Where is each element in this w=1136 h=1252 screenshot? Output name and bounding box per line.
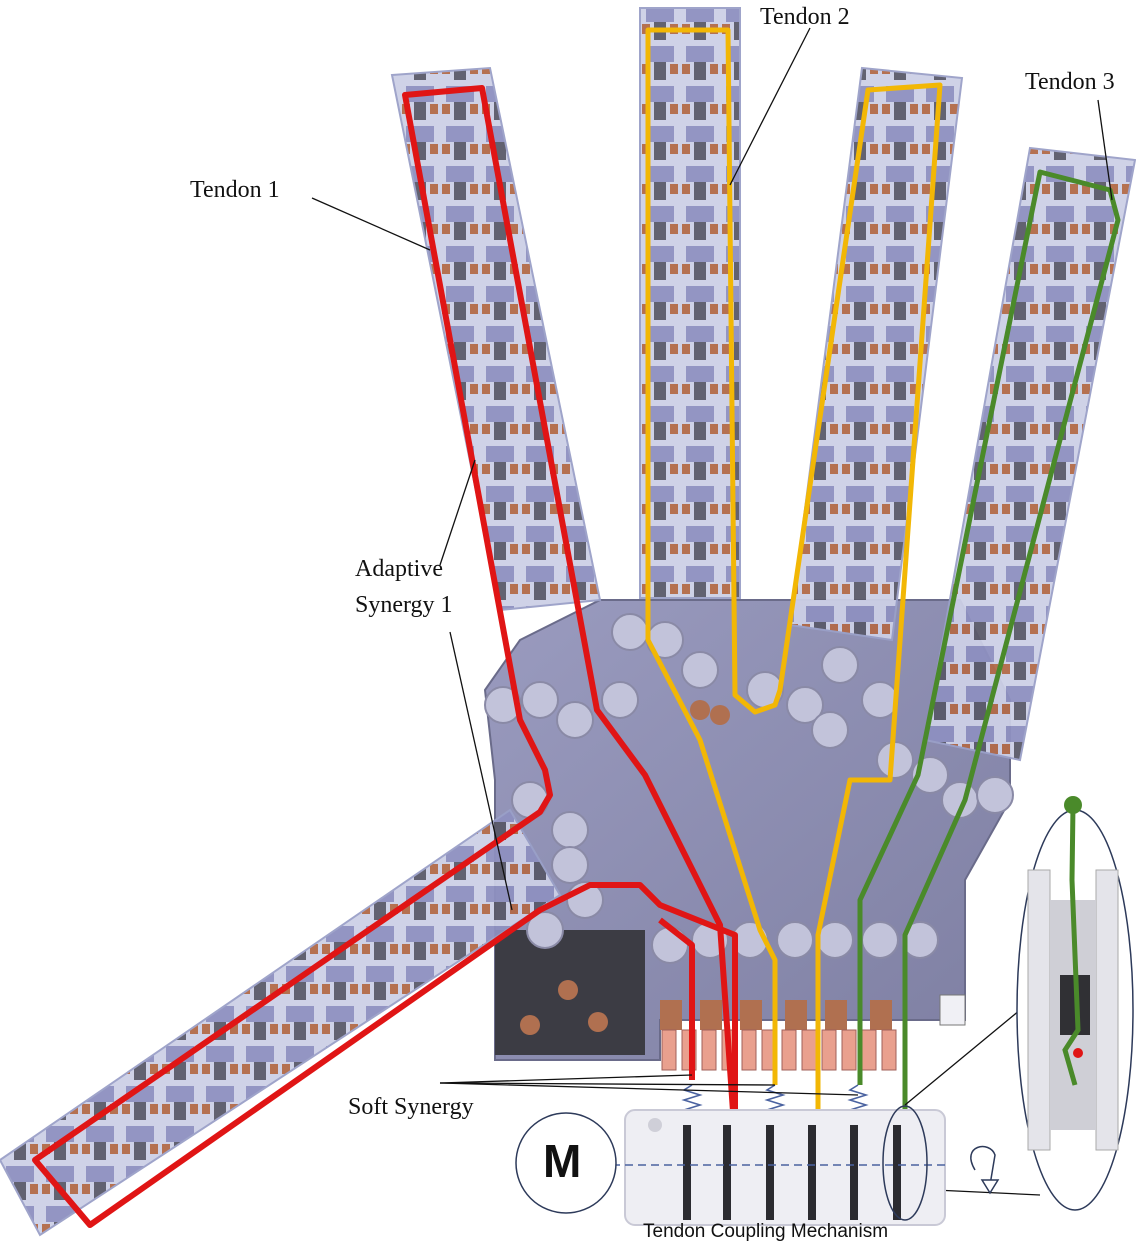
curved-arrow-icon bbox=[970, 1145, 1000, 1195]
finger-middle bbox=[639, 7, 741, 599]
tendon-coupling-mechanism-label: Tendon Coupling Mechanism bbox=[643, 1221, 889, 1242]
tendon-3-label: Tendon 3 bbox=[1025, 69, 1115, 95]
finger-ring bbox=[788, 66, 964, 642]
tendon-2-path bbox=[645, 27, 943, 1140]
soft-synergy-label: Soft Synergy bbox=[348, 1094, 474, 1120]
finger-thumb bbox=[0, 808, 562, 1237]
motor-label: M bbox=[543, 1135, 582, 1187]
annotation-lines bbox=[311, 27, 1113, 1196]
coupling-drum bbox=[560, 1105, 946, 1226]
motor-circle-icon bbox=[515, 1112, 617, 1214]
zoom-detail bbox=[1016, 796, 1134, 1211]
finger-little bbox=[923, 146, 1136, 762]
tendon-1-label: Tendon 1 bbox=[190, 177, 280, 203]
adaptive-synergy-label-line1: Adaptive bbox=[355, 556, 443, 582]
adaptive-synergy-label-line2: Synergy 1 bbox=[355, 592, 453, 618]
palm bbox=[483, 599, 1014, 1071]
tendon-2-label: Tendon 2 bbox=[760, 4, 850, 30]
tendon-1-path bbox=[32, 85, 738, 1228]
